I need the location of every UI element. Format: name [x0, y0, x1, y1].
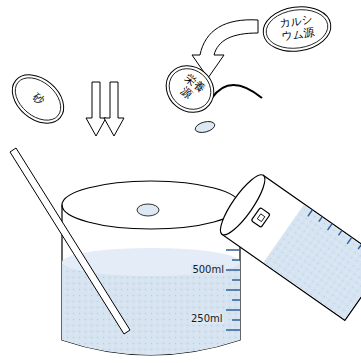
volume-mark: 250ml [190, 313, 224, 324]
beaker [62, 205, 240, 355]
down-arrow [86, 82, 106, 136]
dish-node: カルシウム源 [259, 1, 335, 56]
leader-curve [212, 85, 262, 98]
stirring-rod [10, 148, 130, 334]
graduation-ticks [226, 250, 240, 330]
down-arrow [104, 82, 124, 136]
beaker-rim [62, 181, 240, 229]
dish-label: カルシウム源 [277, 14, 316, 44]
pour-arrow [192, 20, 258, 78]
dish-node: 砂 [2, 64, 75, 135]
volume-mark: 500ml [191, 264, 225, 275]
graduated-cylinder [214, 170, 361, 321]
